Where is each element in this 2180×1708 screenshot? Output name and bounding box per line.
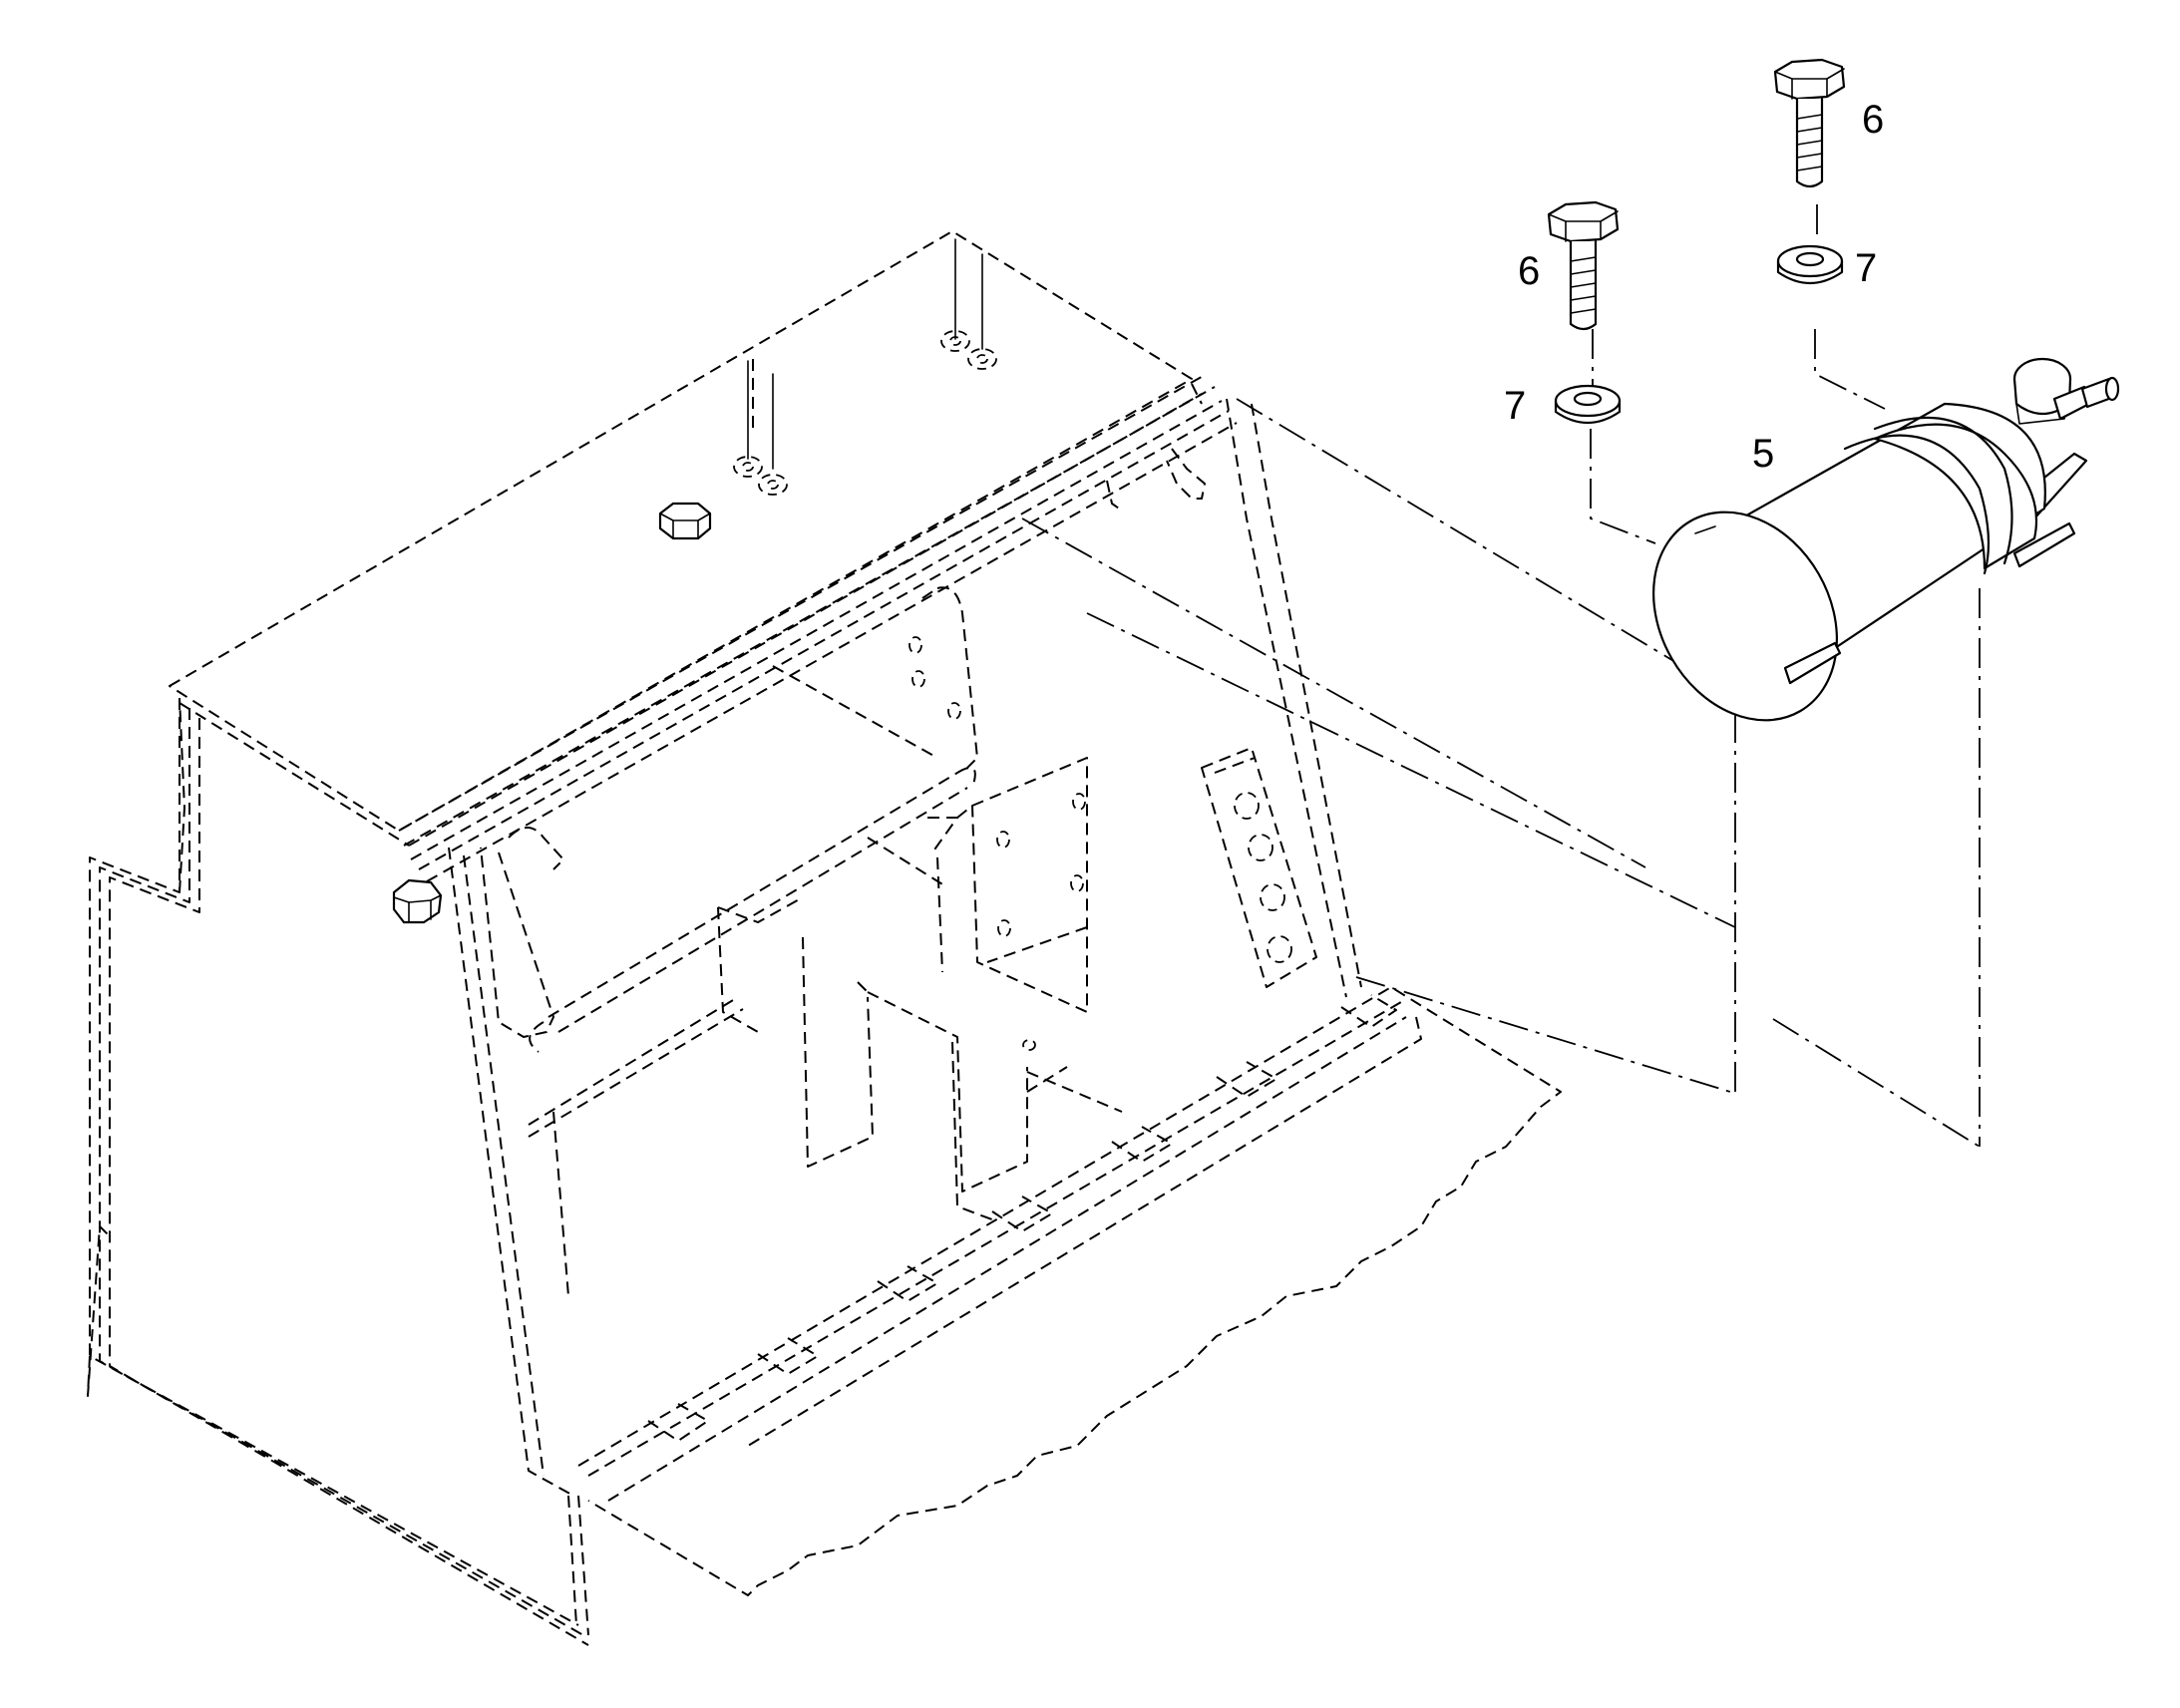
hex-nut-top	[658, 502, 712, 540]
callout-5: 5	[1752, 432, 1774, 476]
callout-7-left: 7	[1504, 384, 1526, 428]
callout-6-left: 6	[1518, 249, 1540, 293]
leader-lines	[1021, 204, 1981, 1148]
washer-left	[1554, 384, 1622, 424]
top-plate-nuts	[733, 330, 997, 496]
callout-7-right: 7	[1855, 246, 1877, 290]
hex-nut-front	[392, 878, 443, 924]
bolt-left	[1547, 200, 1620, 331]
washer-right	[1776, 244, 1844, 284]
bolt-right	[1773, 58, 1846, 188]
receiver-drier	[1652, 357, 2120, 722]
bracket-assembly	[87, 230, 1562, 1646]
bracket-holes	[908, 636, 1292, 1051]
callout-6-right: 6	[1862, 98, 1884, 142]
